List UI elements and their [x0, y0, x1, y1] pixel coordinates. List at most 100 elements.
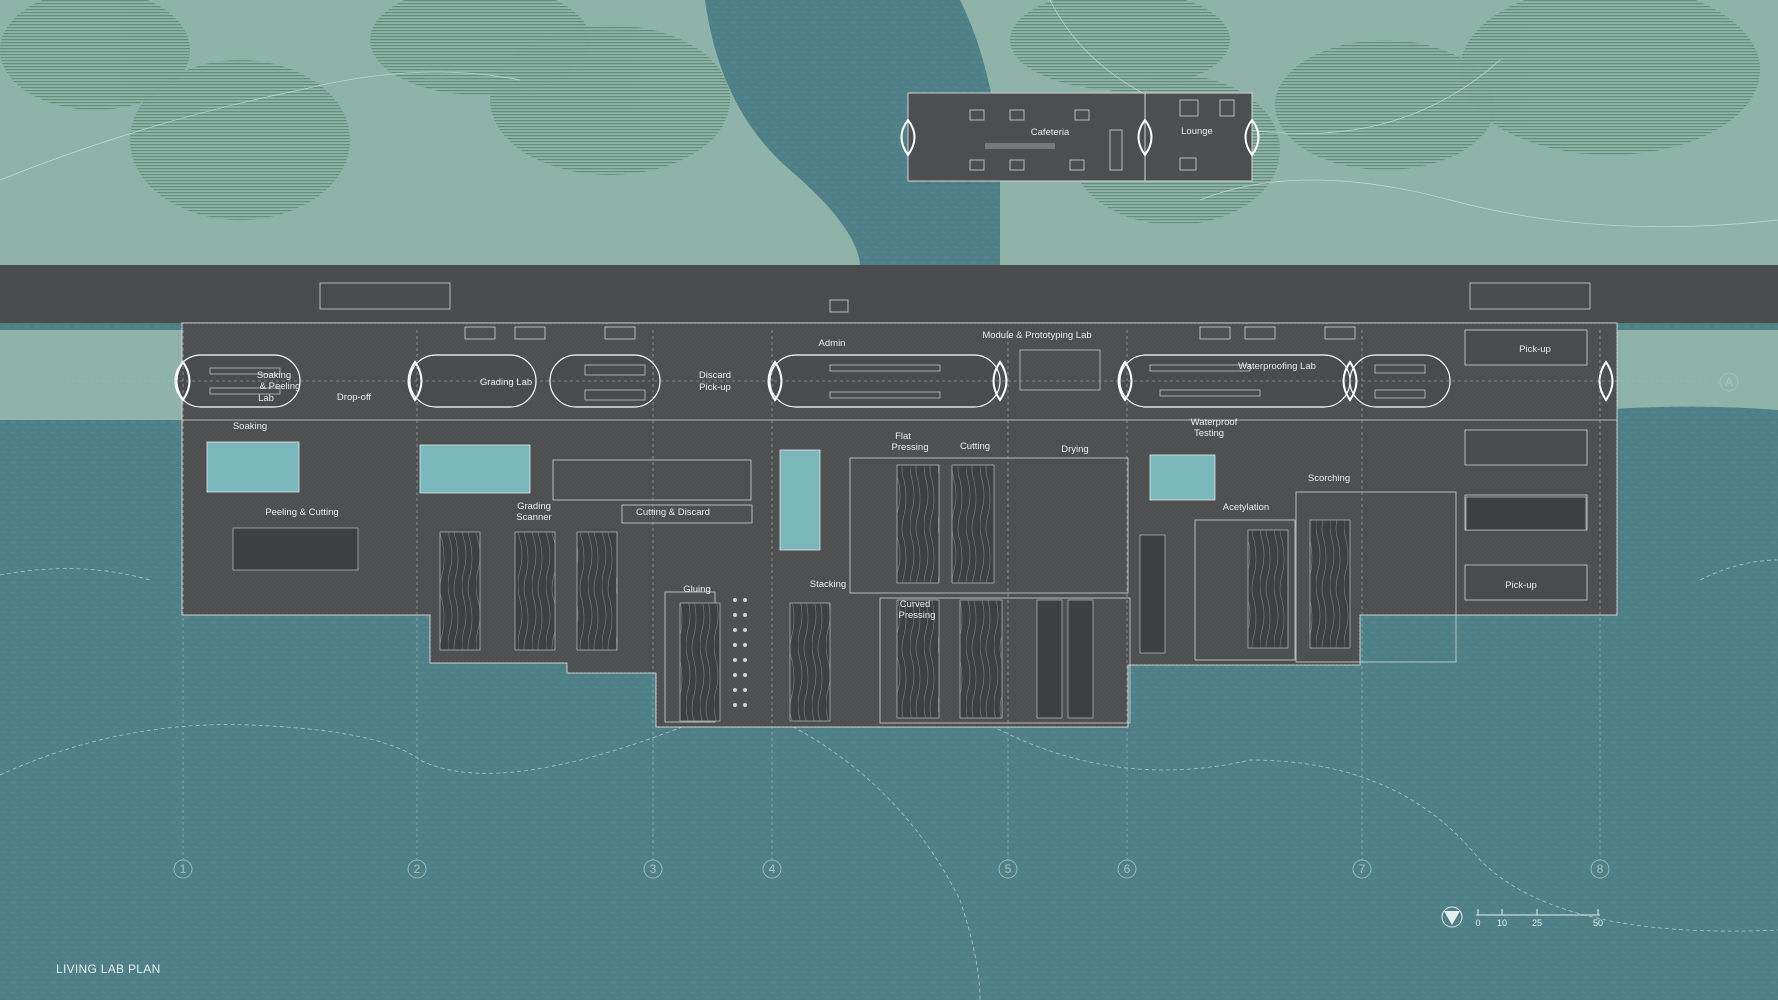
- label-cutting-discard: Cutting & Discard: [636, 507, 710, 518]
- entry-bulb: [1598, 360, 1614, 402]
- glue-dot: [733, 673, 737, 677]
- pick-up-bay: [1464, 429, 1588, 466]
- label-lounge: Lounge: [1181, 126, 1213, 137]
- road: [0, 265, 1778, 323]
- wood-grain: [897, 465, 939, 583]
- desk: [829, 364, 941, 372]
- grid-marker-7: 7: [1359, 862, 1366, 876]
- desk: [209, 367, 281, 375]
- parking-slot: [1324, 326, 1356, 340]
- label-gluing: Gluing: [683, 584, 710, 595]
- water-contour: [0, 568, 151, 581]
- glue-dot: [733, 643, 737, 647]
- grid-marker-8: 8: [1597, 862, 1604, 876]
- desk: [584, 364, 646, 376]
- row-marker-circle: [1719, 372, 1739, 392]
- contour-line: [0, 71, 521, 181]
- truck: [319, 282, 451, 310]
- grid-marker-1: 1: [180, 862, 187, 876]
- curved-pressing-zone: [879, 597, 1131, 724]
- waterproof-testing-pool: [1149, 454, 1216, 501]
- table: [1009, 109, 1025, 121]
- parking-slot: [1244, 326, 1276, 340]
- water-contour: [0, 691, 1778, 932]
- tree-canopy: [0, 0, 190, 110]
- label-grading: Grading: [517, 501, 551, 512]
- label-stacking: Stacking: [810, 579, 846, 590]
- wood-panel: [1067, 599, 1094, 719]
- table: [1009, 159, 1025, 171]
- glue-dot: [743, 628, 747, 632]
- wood-panel: [1139, 534, 1166, 654]
- pick-up-bay-bottom: [1464, 564, 1588, 601]
- scale-label-50: 50: [1593, 918, 1603, 928]
- grid-lines: [60, 330, 1710, 860]
- grading-pool: [419, 444, 531, 494]
- north-arrow-icon: [1444, 911, 1460, 925]
- glue-dot: [733, 703, 737, 707]
- desk: [829, 391, 941, 399]
- wood-grain: [440, 465, 1350, 721]
- row-marker-a: A: [1725, 375, 1733, 389]
- glue-dot: [743, 658, 747, 662]
- kitchen-counter: [1109, 129, 1123, 171]
- tree-canopy: [490, 25, 730, 175]
- grid-marker-circle: [643, 859, 663, 879]
- label-admin: Admin: [819, 338, 846, 349]
- entry-bulb: [1244, 118, 1260, 157]
- vehicles: [319, 282, 1591, 340]
- wood-grain: [1310, 520, 1350, 648]
- label-curved: Curved: [900, 599, 931, 610]
- car: [829, 299, 849, 313]
- wood-grain: [897, 600, 939, 718]
- label-drop-off: Drop-off: [337, 392, 372, 403]
- parking-slot: [464, 326, 496, 340]
- lounge-table: [1179, 157, 1197, 171]
- north-arrow: [1441, 906, 1463, 928]
- grid-marker-3: 3: [650, 862, 657, 876]
- desk: [1374, 364, 1426, 374]
- cafeteria-building: [907, 92, 1253, 182]
- grid-marker-circle: [998, 859, 1018, 879]
- entry-bulbs: [175, 360, 1614, 402]
- grid-marker-6: 6: [1124, 862, 1131, 876]
- water-contour: [779, 719, 981, 1000]
- grid-marker-circle: [1352, 859, 1372, 879]
- label-waterproof: Waterproof: [1191, 417, 1238, 428]
- entry-bulb: [1342, 360, 1358, 402]
- label-pick-up-discard: Pick-up: [699, 382, 731, 393]
- label-pick-up-top: Pick-up: [1519, 344, 1551, 355]
- glue-dot: [743, 703, 747, 707]
- label-peeling-cutting: Peeling & Cutting: [265, 507, 338, 518]
- label-testing: Testing: [1194, 428, 1224, 439]
- label-acetylation: Acetylation: [1223, 502, 1269, 513]
- desk: [1149, 364, 1251, 372]
- wood-grain: [515, 532, 555, 650]
- grid-marker-2: 2: [414, 862, 421, 876]
- lounge-chair: [1219, 99, 1235, 117]
- scale-label-25: 25: [1532, 918, 1542, 928]
- glue-dot: [743, 613, 747, 617]
- label-waterproofing-lab: Waterproofing Lab: [1238, 361, 1316, 372]
- desk: [1374, 389, 1426, 399]
- label-drying: Drying: [1061, 444, 1088, 455]
- label-cutting: Cutting: [960, 441, 990, 452]
- cafeteria-tables: [969, 99, 1235, 171]
- entry-bulb: [1137, 118, 1153, 157]
- water-contours: [0, 559, 1778, 1000]
- label-scanner: Scanner: [516, 512, 551, 523]
- label-cafeteria: Cafeteria: [1031, 127, 1070, 138]
- wood-grain: [790, 603, 830, 721]
- table: [969, 109, 985, 121]
- wood-grain: [960, 600, 1002, 718]
- truck: [1469, 282, 1591, 310]
- glue-dot: [733, 658, 737, 662]
- label-flat: Flat: [895, 431, 911, 442]
- wood-grain: [680, 603, 720, 721]
- glue-dot: [733, 688, 737, 692]
- label-pressing-curved: Pressing: [899, 610, 936, 621]
- soaking-pool: [206, 441, 300, 493]
- grid-marker-5: 5: [1005, 862, 1012, 876]
- label-soaking-peeling-lab-3: Lab: [258, 393, 274, 404]
